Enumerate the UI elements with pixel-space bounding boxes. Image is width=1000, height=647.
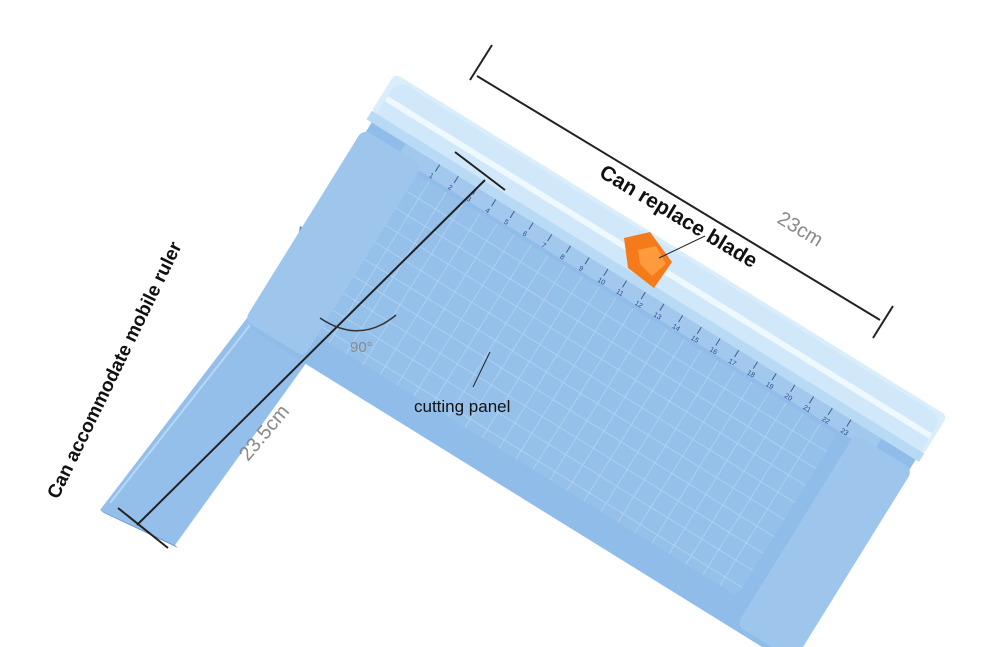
ruler-tick-label: 20 xyxy=(783,393,793,403)
ruler-tick xyxy=(603,268,609,277)
ruler-tick xyxy=(752,361,758,369)
ruler-tick xyxy=(678,315,684,323)
grid-line xyxy=(515,297,617,460)
ruler-tick-label: 15 xyxy=(689,335,699,345)
ruler-tick xyxy=(771,373,777,381)
ruler-tick-label: 1 xyxy=(428,172,435,180)
ruler-tick xyxy=(734,349,740,358)
ruler-tick xyxy=(584,257,590,265)
grid-line xyxy=(651,381,753,544)
grid-line xyxy=(362,202,464,365)
grid-line xyxy=(390,204,817,470)
grid-line xyxy=(447,255,549,418)
blade-carriage[interactable] xyxy=(624,232,672,288)
grid-line xyxy=(413,234,515,397)
grid-line xyxy=(328,181,430,344)
ruler-tick xyxy=(453,175,459,184)
width-dimension xyxy=(469,44,894,339)
grid-line xyxy=(702,413,804,576)
ruler-tick xyxy=(715,338,721,346)
ruler-tick xyxy=(509,210,515,219)
grid-line xyxy=(532,307,634,470)
grid-line xyxy=(566,328,668,491)
ruler-tick-label: 22 xyxy=(820,416,830,426)
ruler-tick xyxy=(808,396,815,404)
ruler-tick-label: 13 xyxy=(652,312,662,322)
grid-line xyxy=(719,423,821,586)
angle-arc xyxy=(319,314,397,332)
grid-line xyxy=(634,371,736,534)
ruler-tick-label: 10 xyxy=(596,277,606,287)
grid-line xyxy=(430,244,532,407)
ruler-tick-label: 18 xyxy=(745,370,755,380)
ruler-tick-label: 8 xyxy=(558,254,565,262)
ruler-tick-label: 23 xyxy=(839,427,849,437)
grid-line xyxy=(348,272,775,537)
grid-line xyxy=(685,402,787,565)
ruler-tick xyxy=(640,291,646,300)
grid-line xyxy=(600,350,702,513)
ruler-tick xyxy=(827,407,833,416)
ruler-tick-label: 3 xyxy=(465,196,472,204)
ruler-tick-label: 19 xyxy=(764,381,774,391)
ruler-tick-label: 12 xyxy=(633,300,643,310)
ruler-tick-label: 6 xyxy=(521,230,528,238)
ruler-tick-label: 7 xyxy=(540,242,547,250)
ruler-tick xyxy=(565,245,571,253)
ruler-tick-label: 21 xyxy=(802,404,812,414)
blade-pointer xyxy=(658,235,706,259)
grid-line xyxy=(359,255,785,521)
ruler-tick-label: 5 xyxy=(502,219,509,227)
ruler-tick-label: 4 xyxy=(484,207,491,215)
ruler-tick xyxy=(659,303,665,311)
grid-line xyxy=(316,323,743,588)
grid-line xyxy=(338,289,764,554)
ruler-tick xyxy=(491,199,497,207)
grid-line xyxy=(498,286,600,449)
width-label: 23cm xyxy=(773,207,826,251)
panel-pointer xyxy=(472,351,491,388)
ruler-tick xyxy=(846,419,852,427)
grid-line xyxy=(345,191,447,354)
ruler-tick-label: 9 xyxy=(577,265,584,273)
panel-label: cutting panel xyxy=(414,397,510,416)
ruler-tick-label: 16 xyxy=(708,346,718,356)
ruler-tick-label: 17 xyxy=(727,358,737,368)
grid-line xyxy=(464,265,566,428)
grid-line xyxy=(369,238,796,504)
grid-line xyxy=(396,223,498,386)
angle-label: 90° xyxy=(350,339,373,356)
ruler-tick-label: 11 xyxy=(615,288,625,298)
grid-line xyxy=(549,318,651,481)
grid-line xyxy=(617,360,719,523)
ruler-tick xyxy=(528,222,534,230)
grid-line xyxy=(583,339,685,502)
ruler-tick xyxy=(621,280,628,288)
ruler-tick xyxy=(435,164,441,172)
grid-line xyxy=(327,306,754,571)
ruler-tick xyxy=(696,326,702,335)
grid-line xyxy=(668,392,770,555)
cutting-panel xyxy=(314,173,835,594)
ruler-tick-label: 2 xyxy=(446,184,453,192)
grid-line xyxy=(401,187,827,453)
ruler-tick-label: 14 xyxy=(671,323,681,333)
grid-line xyxy=(481,276,583,439)
ruler-tick xyxy=(547,233,553,242)
ruler-tick xyxy=(790,384,796,392)
arm-length-dimension xyxy=(117,151,506,549)
grid-line xyxy=(380,221,806,487)
grid-line xyxy=(379,213,481,376)
